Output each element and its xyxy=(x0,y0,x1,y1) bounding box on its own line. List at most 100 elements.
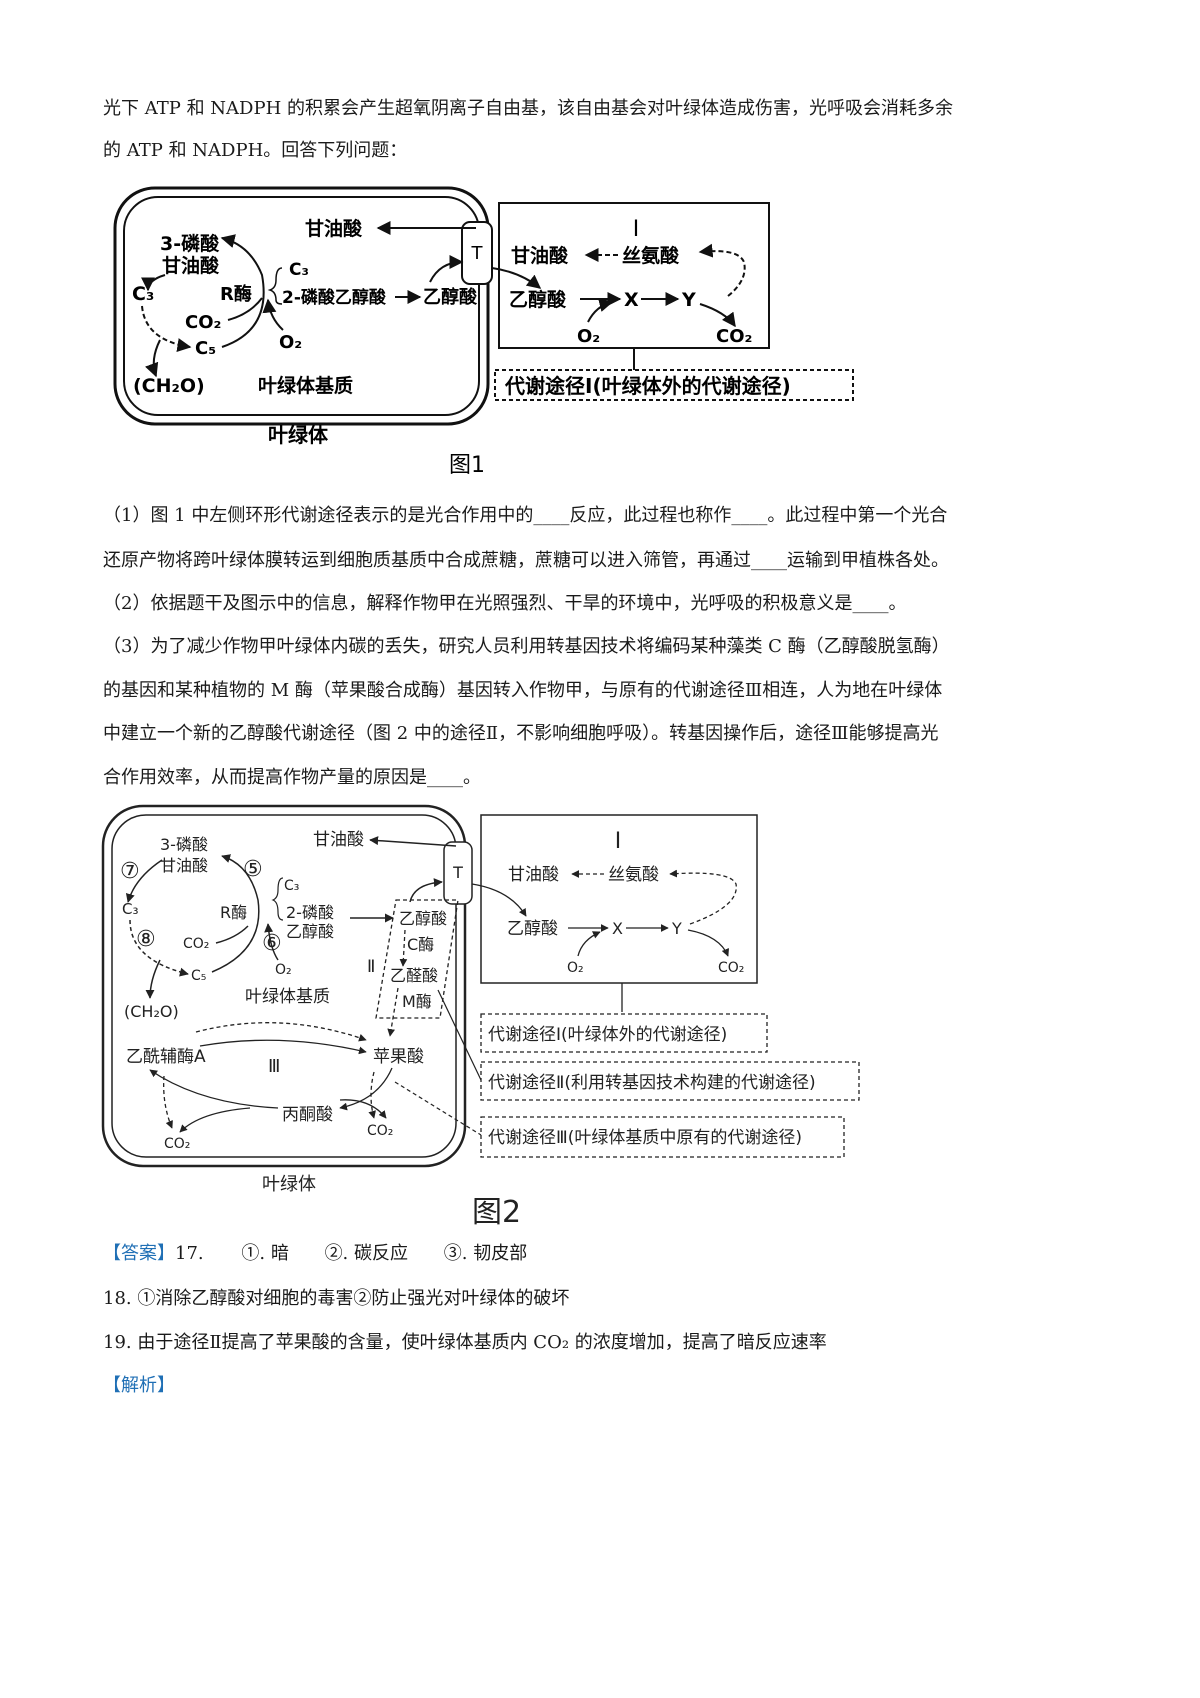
fig1-box-o2: O₂ xyxy=(577,326,600,347)
fig2-r-enzyme: R酶 xyxy=(220,903,247,922)
fig2-box-glycolate: 乙醇酸 xyxy=(507,919,558,939)
answer-17-3: ③. 韧皮部 xyxy=(443,1243,528,1264)
fig1-box-roman: I xyxy=(633,217,640,242)
question-2: （2）依据题干及图示中的信息，解释作物甲在光照强烈、干旱的环境中，光呼吸的积极意… xyxy=(103,593,907,614)
fig1-t-label: T xyxy=(471,243,484,264)
fig1-arrow-pga-c3 xyxy=(141,274,166,292)
answer-17-1: ①. 暗 xyxy=(241,1243,289,1264)
fig2-iii-roman: Ⅲ xyxy=(268,1056,280,1077)
fig2-legend3-box xyxy=(480,1116,845,1158)
fig2-arrow-ii-2 xyxy=(387,987,399,1037)
fig1-glycerate: 甘油酸 xyxy=(305,217,363,240)
fig1-arrow-o2-x xyxy=(587,298,614,323)
fig1-pga-1: 3-磷酸 xyxy=(160,232,220,255)
fig2-legend3: 代谢途径Ⅲ(叶绿体基质中原有的代谢途径) xyxy=(488,1128,802,1148)
fig1-pga-2: 甘油酸 xyxy=(162,254,220,277)
fig1-arrow-glycolate-t xyxy=(429,255,464,283)
question-3-line-1: （3）为了减少作物甲叶绿体内碳的丢失，研究人员利用转基因技术将编码某种藻类 C … xyxy=(103,636,950,657)
fig2-co2: CO₂ xyxy=(183,936,209,952)
fig2-ii-roman: Ⅱ xyxy=(367,957,375,977)
figure-2: T 甘油酸 3-磷酸 甘油酸 ⑦ ⑤ C₃ ⑧ R酶 CO₂ ⑥ C₅ O₂ (… xyxy=(101,804,860,1230)
fig1-chloroplast-label: 叶绿体 xyxy=(268,423,329,447)
fig2-box-i xyxy=(480,814,758,984)
fig2-box-x: X xyxy=(612,919,623,938)
answer-num-17: 17. xyxy=(175,1243,204,1264)
fig1-caption: 图1 xyxy=(449,453,485,478)
fig1-r-enzyme: R酶 xyxy=(220,283,252,305)
fig2-arrow-t-box xyxy=(471,883,527,917)
fig1-arrow-t-box xyxy=(491,267,542,289)
intro-line-1: 光下 ATP 和 NADPH 的积累会产生超氧阴离子自由基，该自由基会对叶绿体造… xyxy=(103,98,954,119)
fig2-arrow-malate-co2b xyxy=(368,1071,376,1119)
fig2-arrow-ii-1 xyxy=(399,929,408,967)
answer-tag: 【答案】 xyxy=(103,1243,175,1264)
fig1-box-glycolate: 乙醇酸 xyxy=(509,288,567,311)
fig2-arrow-acetyl-co2a xyxy=(163,1075,173,1129)
fig1-box-x: X xyxy=(624,289,639,311)
fig1-arrow-y-serine xyxy=(698,243,746,297)
fig2-box-y: Y xyxy=(671,919,682,938)
fig2-acetyl-coa: 乙酰辅酶A xyxy=(126,1047,206,1067)
answer-17-2: ②. 碳反应 xyxy=(324,1243,409,1264)
fig2-chloroplast-outer xyxy=(101,804,467,1168)
fig2-legend2-box xyxy=(480,1061,860,1101)
question-1-line-2: 还原产物将跨叶绿体膜转运到细胞质基质中合成蔗糖，蔗糖可以进入筛管，再通过____… xyxy=(103,550,949,571)
fig1-legend-box xyxy=(494,369,854,401)
fig2-t-label: T xyxy=(452,863,463,882)
fig1-box-y: Y xyxy=(681,289,696,311)
fig2-glycerate: 甘油酸 xyxy=(313,830,364,850)
fig2-legend1-box xyxy=(480,1013,768,1053)
fig2-legend2: 代谢途径Ⅱ(利用转基因技术构建的代谢途径) xyxy=(488,1073,816,1093)
fig1-box-serine: 丝氨酸 xyxy=(622,244,680,267)
fig2-ii-m-enzyme: M酶 xyxy=(402,992,432,1011)
fig1-chloroplast-inner xyxy=(123,196,480,416)
fig2-c5: C₅ xyxy=(191,968,206,984)
question-3-line-4: 合作用效率，从而提高作物产量的原因是____。 xyxy=(103,767,481,788)
fig1-pathway-label: 代谢途径Ⅰ(叶绿体外的代谢途径) xyxy=(504,374,791,398)
fig2-arrow-acetyl-malate-2 xyxy=(199,1039,367,1055)
fig2-arrow-glycolate-t xyxy=(409,878,443,903)
fig2-co2-b: CO₂ xyxy=(367,1123,393,1139)
fig1-ch2o: (CH₂O) xyxy=(133,375,205,397)
fig2-box-o2: O₂ xyxy=(567,960,584,976)
fig1-branch-c3: C₃ xyxy=(289,260,309,280)
fig2-ii-c-enzyme: C酶 xyxy=(407,935,434,954)
fig2-n7: ⑦ xyxy=(120,859,140,884)
fig2-co2-a: CO₂ xyxy=(164,1136,190,1152)
fig1-arrow-y-co2 xyxy=(699,303,736,328)
fig2-arrow-pyruvate-acetyl xyxy=(149,1069,279,1109)
fig2-legend1: 代谢途径Ⅰ(叶绿体外的代谢途径) xyxy=(488,1025,727,1045)
fig2-arrow-pga-c3 xyxy=(125,859,163,903)
fig2-arrow-c3-c5 xyxy=(129,919,189,977)
fig2-arrow-acetyl-malate xyxy=(195,1022,367,1042)
fig2-arrow-co2 xyxy=(215,925,249,944)
fig2-arrow-t-glycerate xyxy=(369,836,457,847)
question-3-line-2: 的基因和某种植物的 M 酶（苹果酸合成酶）基因转入作物甲，与原有的代谢途径Ⅲ相连… xyxy=(103,680,943,701)
fig2-box-glycerate: 甘油酸 xyxy=(508,865,559,885)
fig2-legend2-leader xyxy=(437,989,482,1081)
fig1-arrow-c3-c5 xyxy=(141,305,192,352)
fig2-chloroplast-label: 叶绿体 xyxy=(262,1174,316,1195)
fig1-transporter xyxy=(461,221,493,285)
fig2-arrow-c5-pga xyxy=(211,854,260,973)
fig1-o2: O₂ xyxy=(279,332,302,353)
fig1-arrow-c3-ch2o xyxy=(145,339,161,378)
fig2-arrow-ch2o xyxy=(145,959,161,999)
fig1-box-co2: CO₂ xyxy=(716,326,752,347)
fig2-ch2o: (CH₂O) xyxy=(124,1002,179,1021)
fig2-malate: 苹果酸 xyxy=(373,1047,424,1067)
fig1-brace xyxy=(267,267,283,305)
fig2-arrow-pyruvate-co2a xyxy=(179,1107,251,1133)
fig2-arrow-o2 xyxy=(264,923,279,961)
question-1-line-1: （1）图 1 中左侧环形代谢途径表示的是光合作用中的____反应，此过程也称作_… xyxy=(103,505,948,526)
fig2-branch-pg-1: 2-磷酸 xyxy=(286,903,334,922)
fig2-pga-1: 3-磷酸 xyxy=(160,835,208,854)
fig2-brace xyxy=(271,877,284,921)
fig2-caption: 图2 xyxy=(472,1195,521,1230)
answer-18: 18. ①消除乙醇酸对细胞的毒害②防止强光对叶绿体的破坏 xyxy=(103,1288,570,1309)
fig1-glycolate: 乙醇酸 xyxy=(423,286,478,308)
fig1-box-glycerate: 甘油酸 xyxy=(511,244,569,267)
fig2-matrix-label: 叶绿体基质 xyxy=(245,987,330,1007)
answer-line-17: 【答案】17. ①. 暗 ②. 碳反应 ③. 韧皮部 xyxy=(103,1243,527,1265)
fig2-n8: ⑧ xyxy=(136,927,156,952)
